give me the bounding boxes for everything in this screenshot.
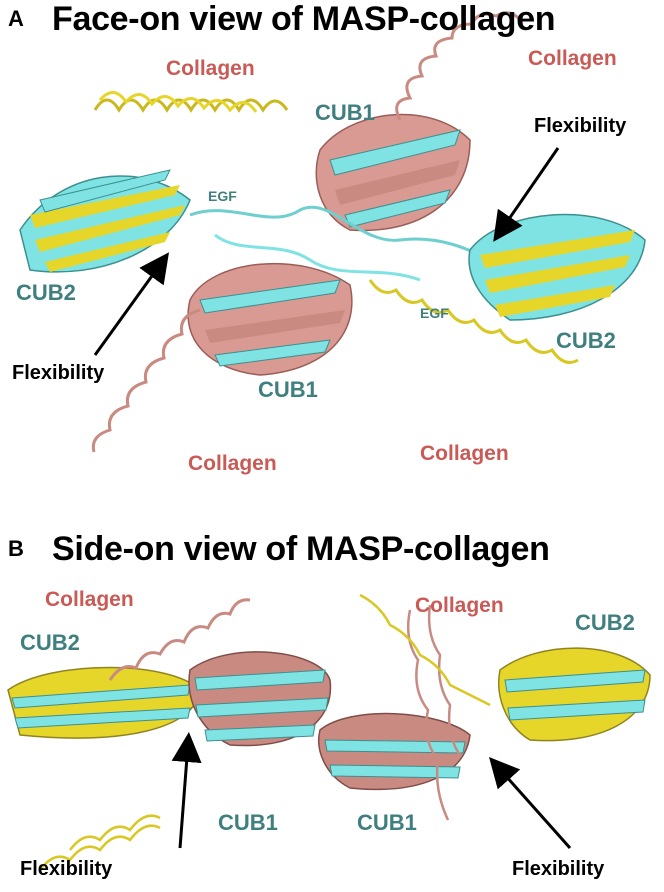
label-cub1-left: CUB1: [218, 810, 278, 835]
label-cub2-right: CUB2: [575, 610, 635, 635]
cub1-bottom-domain: [187, 262, 353, 376]
label-cub1-bottom: CUB1: [258, 377, 318, 402]
label-collagen-bottom-right: Collagen: [420, 442, 509, 465]
label-cub1-top: CUB1: [315, 100, 375, 125]
label-collagen-bottom-left: Collagen: [188, 452, 277, 475]
flexibility-arrow-left: [93, 252, 170, 356]
label-egf-left: EGF: [208, 188, 237, 204]
label-flexibility-left: Flexibility: [12, 362, 105, 384]
egf-linker-region: [189, 205, 491, 282]
cub2-right-domain: [468, 213, 646, 321]
flexibility-arrow-right: [493, 147, 560, 242]
collagen-strands-right: [407, 604, 462, 821]
collagen-helix-bottom-left: [91, 308, 201, 453]
cub1-left-domain: [188, 651, 332, 747]
panel-a-letter: A: [8, 6, 24, 31]
cub2-left-domain: [19, 169, 191, 273]
label-cub2-left: CUB2: [16, 280, 76, 305]
panel-a-face-on: A Face-on view of MASP-collagen Collagen…: [8, 0, 646, 475]
label-cub2-right: CUB2: [556, 328, 616, 353]
label-cub1-right: CUB1: [357, 810, 417, 835]
label-collagen-top-left: Collagen: [166, 57, 255, 80]
flexibility-arrow-left: [171, 732, 202, 849]
label-egf-right: EGF: [420, 305, 449, 321]
label-cub2-left: CUB2: [20, 630, 80, 655]
collagen-helix-left: [108, 598, 251, 681]
panel-b-title: Side-on view of MASP-collagen: [52, 530, 550, 568]
cub1-right-domain: [318, 712, 471, 791]
label-collagen-top-right: Collagen: [528, 47, 617, 70]
label-flexibility-right: Flexibility: [512, 858, 605, 880]
cub2-right-domain: [498, 647, 651, 742]
collagen-strands-lower-left: [39, 814, 161, 871]
panel-a-title: Face-on view of MASP-collagen: [52, 0, 556, 38]
collagen-helix-bottom-right: [368, 279, 579, 364]
flexibility-arrow-right: [489, 757, 572, 849]
cub1-top-domain: [315, 113, 471, 232]
label-flexibility-left: Flexibility: [20, 858, 113, 880]
panel-b-side-on: B Side-on view of MASP-collagen Collagen…: [0, 530, 664, 892]
panel-b-letter: B: [8, 536, 24, 561]
cub2-left-domain: [7, 666, 201, 739]
label-flexibility-right: Flexibility: [534, 115, 627, 137]
collagen-helix-top-left: [93, 91, 289, 113]
side-on-structure-illustration: [7, 593, 651, 871]
collagen-helix-top-right: [395, 11, 522, 121]
collagen-strands-upper-right: [359, 593, 491, 707]
face-on-structure-illustration: [19, 11, 646, 453]
label-collagen-left: Collagen: [45, 588, 134, 611]
label-collagen-right: Collagen: [415, 594, 504, 617]
